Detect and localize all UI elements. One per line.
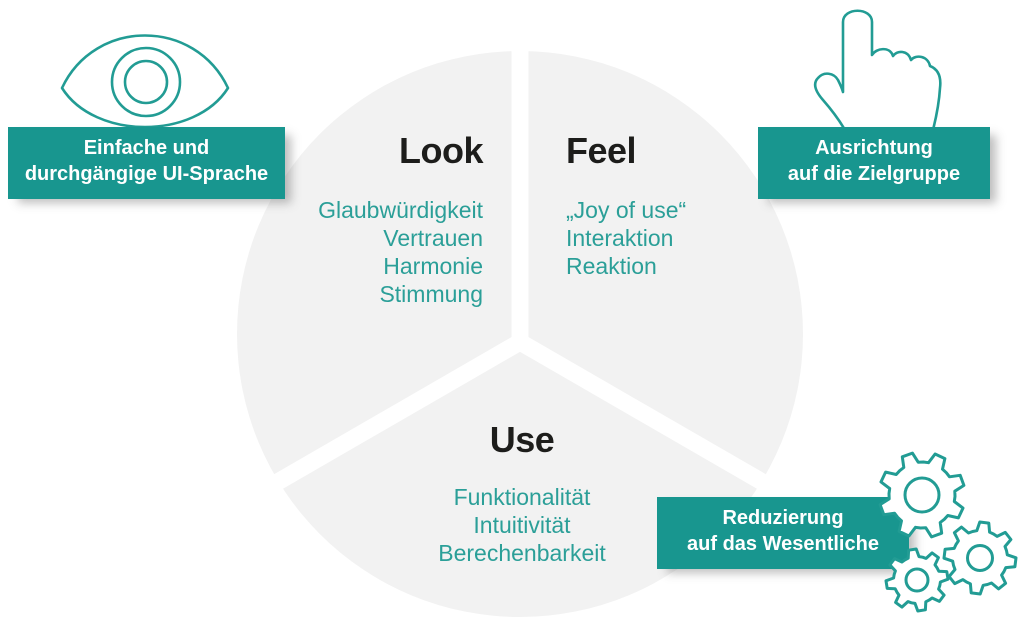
list-item: Vertrauen: [383, 225, 483, 251]
gears-icon: [878, 451, 1018, 613]
list-item: Berechenbarkeit: [438, 540, 606, 566]
segment-list-use: Funktionalität Intuitivität Berechenbark…: [397, 483, 647, 567]
list-item: Stimmung: [379, 281, 483, 307]
callout-line: auf das Wesentliche: [687, 533, 879, 555]
callout-ui-language: Einfache und durchgängige UI-Sprache: [8, 127, 285, 199]
list-item: Intuitivität: [473, 512, 571, 538]
callout-line: durchgängige UI-Sprache: [24, 163, 269, 185]
callout-reduction: Reduzierung auf das Wesentliche: [657, 497, 909, 569]
list-item: Glaubwürdigkeit: [318, 197, 483, 223]
segment-title-feel: Feel: [566, 130, 637, 171]
callout-target-group: Ausrichtung auf die Zielgruppe: [758, 127, 990, 199]
list-item: Interaktion: [566, 225, 674, 251]
segment-dividers: [260, 16, 780, 496]
callout-line: Ausrichtung: [815, 137, 933, 159]
segment-title-look: Look: [399, 130, 484, 171]
segment-list-look: Glaubwürdigkeit Vertrauen Harmonie Stimm…: [263, 196, 483, 308]
callout-line: auf die Zielgruppe: [787, 163, 961, 185]
callout-line: Reduzierung: [722, 507, 844, 529]
list-item: „Joy of use“: [566, 197, 687, 223]
callout-line: Einfache und: [83, 137, 210, 159]
list-item: Harmonie: [383, 253, 483, 279]
eye-icon: [60, 34, 230, 129]
segment-title-use: Use: [489, 419, 555, 460]
pointing-hand-icon: [813, 9, 942, 130]
segment-list-feel: „Joy of use“ Interaktion Reaktion: [566, 196, 786, 280]
list-item: Funktionalität: [453, 484, 591, 510]
list-item: Reaktion: [566, 253, 657, 279]
